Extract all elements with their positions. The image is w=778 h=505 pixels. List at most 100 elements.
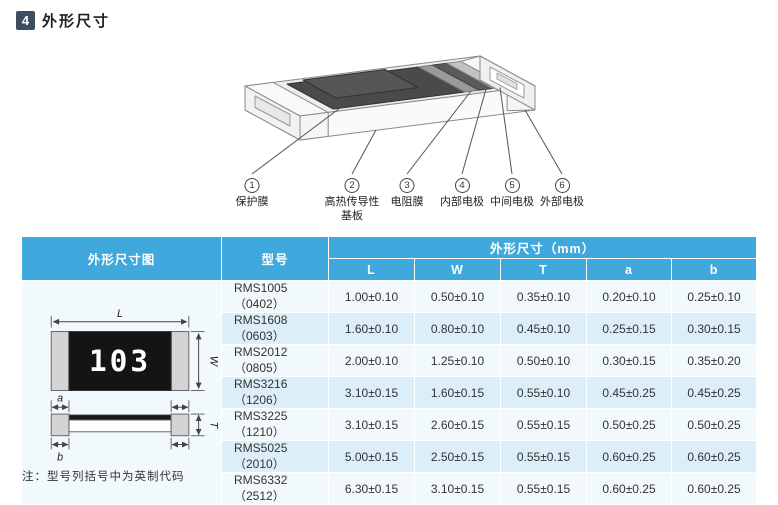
value-T: 0.35±0.10 bbox=[501, 281, 587, 313]
right-electrode-cap bbox=[460, 55, 536, 112]
value-T: 0.45±0.10 bbox=[501, 313, 587, 345]
datasheet-page: 4 外形尺寸 bbox=[16, 10, 758, 505]
value-b: 0.50±0.25 bbox=[672, 409, 758, 441]
col-header-a: a bbox=[587, 259, 672, 281]
resistor-3d-drawing bbox=[244, 55, 563, 175]
callout-label: 中间电极 bbox=[490, 196, 534, 208]
callout-label: 外部电极 bbox=[540, 196, 584, 208]
value-W: 2.50±0.15 bbox=[415, 441, 501, 473]
value-L: 5.00±0.15 bbox=[329, 441, 415, 473]
value-a: 0.60±0.25 bbox=[587, 441, 672, 473]
value-W: 1.25±0.10 bbox=[415, 345, 501, 377]
dimension-drawing: L 103 W bbox=[50, 308, 219, 463]
dimension-drawing-cell: L 103 W bbox=[22, 281, 222, 505]
value-W: 0.50±0.10 bbox=[415, 281, 501, 313]
callout-label: 高热传导性 基板 bbox=[324, 196, 380, 222]
callout-label: 保护膜 bbox=[235, 196, 269, 208]
model-cell: RMS2012（0805） bbox=[222, 345, 329, 377]
value-a: 0.45±0.25 bbox=[587, 377, 672, 409]
table-row: RMS3225（1210） 3.10±0.15 2.60±0.15 0.55±0… bbox=[22, 409, 758, 441]
value-L: 3.10±0.15 bbox=[329, 409, 415, 441]
value-b: 0.30±0.15 bbox=[672, 313, 758, 345]
dim-label-L: L bbox=[117, 308, 123, 320]
substrate-side-view bbox=[68, 419, 172, 433]
model-cell: RMS3216（1206） bbox=[222, 377, 329, 409]
model-cell: RMS1608（0603） bbox=[222, 313, 329, 345]
section-title: 外形尺寸 bbox=[42, 13, 111, 30]
value-T: 0.55±0.15 bbox=[501, 473, 587, 505]
callout-substrate: 2 高热传导性 基板 bbox=[325, 178, 380, 224]
table-header-dims-group: 外形尺寸（mm） bbox=[329, 237, 758, 259]
col-header-W: W bbox=[415, 259, 501, 281]
callout-number: 2 bbox=[344, 178, 360, 193]
value-b: 0.60±0.25 bbox=[672, 473, 758, 505]
film-layers bbox=[286, 60, 508, 110]
value-T: 0.55±0.10 bbox=[501, 377, 587, 409]
value-W: 3.10±0.15 bbox=[415, 473, 501, 505]
value-L: 6.30±0.15 bbox=[329, 473, 415, 505]
callout-middle-electrode: 5 中间电极 bbox=[490, 178, 534, 210]
value-L: 2.00±0.10 bbox=[329, 345, 415, 377]
callout-label: 电阻膜 bbox=[390, 196, 424, 208]
model-cell: RMS1005（0402） bbox=[222, 281, 329, 313]
callout-inner-electrode: 4 内部电极 bbox=[440, 178, 484, 210]
value-W: 2.60±0.15 bbox=[415, 409, 501, 441]
value-W: 1.60±0.15 bbox=[415, 377, 501, 409]
value-L: 1.60±0.10 bbox=[329, 313, 415, 345]
film-side-view bbox=[68, 414, 172, 421]
value-L: 1.00±0.10 bbox=[329, 281, 415, 313]
value-b: 0.45±0.25 bbox=[672, 377, 758, 409]
table-row: RMS1608（0603） 1.60±0.10 0.80±0.10 0.45±0… bbox=[22, 313, 758, 345]
dim-label-b: b bbox=[57, 451, 63, 463]
table-row: RMS5025（2010） 5.00±0.15 2.50±0.15 0.55±0… bbox=[22, 441, 758, 473]
col-header-L: L bbox=[329, 259, 415, 281]
value-T: 0.55±0.15 bbox=[501, 409, 587, 441]
left-cap-side-view bbox=[50, 413, 70, 437]
value-a: 0.20±0.10 bbox=[587, 281, 672, 313]
model-cell: RMS3225（1210） bbox=[222, 409, 329, 441]
section-number-badge: 4 bbox=[16, 11, 35, 30]
dimensions-table: 外形尺寸图 型号 外形尺寸（mm） L W T a b bbox=[22, 237, 758, 505]
model-cell: RMS5025（2010） bbox=[222, 441, 329, 473]
table-row: RMS2012（0805） 2.00±0.10 1.25±0.10 0.50±0… bbox=[22, 345, 758, 377]
value-a: 0.25±0.15 bbox=[587, 313, 672, 345]
value-b: 0.60±0.25 bbox=[672, 441, 758, 473]
value-W: 0.80±0.10 bbox=[415, 313, 501, 345]
section-header: 4 外形尺寸 bbox=[16, 10, 110, 31]
callout-protective-film: 1 保护膜 bbox=[236, 178, 269, 210]
value-T: 0.50±0.10 bbox=[501, 345, 587, 377]
model-cell: RMS6332（2512） bbox=[222, 473, 329, 505]
value-a: 0.60±0.25 bbox=[587, 473, 672, 505]
col-header-b: b bbox=[672, 259, 758, 281]
resistor-body-top-view bbox=[68, 331, 172, 391]
callout-number: 3 bbox=[399, 178, 415, 193]
callout-number: 1 bbox=[244, 178, 260, 193]
value-a: 0.30±0.15 bbox=[587, 345, 672, 377]
resistor-marking: 103 bbox=[89, 344, 151, 378]
resistor-structure-diagram: 1 保护膜 2 高热传导性 基板 3 电阻膜 4 内部电极 5 中间电极 6 外… bbox=[180, 26, 610, 231]
left-termination bbox=[50, 331, 70, 391]
value-b: 0.35±0.20 bbox=[672, 345, 758, 377]
value-L: 3.10±0.15 bbox=[329, 377, 415, 409]
right-cap-side-view bbox=[170, 413, 190, 437]
table-header-drawing: 外形尺寸图 bbox=[22, 237, 222, 281]
col-header-T: T bbox=[501, 259, 587, 281]
table-row: RMS3216（1206） 3.10±0.15 1.60±0.15 0.55±0… bbox=[22, 377, 758, 409]
value-T: 0.55±0.15 bbox=[501, 441, 587, 473]
value-a: 0.50±0.25 bbox=[587, 409, 672, 441]
leader-lines bbox=[251, 87, 563, 175]
callout-label: 内部电极 bbox=[440, 196, 484, 208]
note-text: 注：型号列括号中为英制代码 bbox=[22, 471, 185, 483]
callout-number: 6 bbox=[554, 178, 570, 193]
callout-number: 5 bbox=[504, 178, 520, 193]
dim-label-T: T bbox=[207, 422, 219, 430]
table-row: L 103 W bbox=[22, 281, 758, 505]
callout-resistive-film: 3 电阻膜 bbox=[391, 178, 424, 210]
callout-number: 4 bbox=[454, 178, 470, 193]
dim-label-W: W bbox=[207, 356, 219, 368]
right-termination bbox=[170, 331, 190, 391]
table-header-model: 型号 bbox=[222, 237, 329, 281]
value-b: 0.25±0.10 bbox=[672, 281, 758, 313]
dim-label-a: a bbox=[57, 392, 63, 404]
callout-outer-electrode: 6 外部电极 bbox=[540, 178, 584, 210]
